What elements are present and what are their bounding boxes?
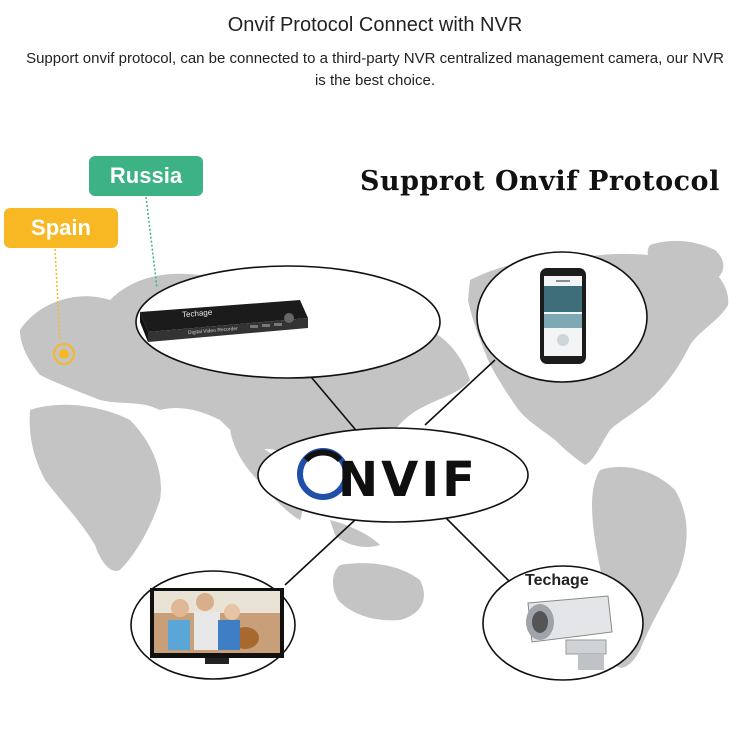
nvr-recorder-icon <box>140 300 308 342</box>
subtitle-line-2: is the best choice. <box>314 72 436 89</box>
page-subtitle: Support onvif protocol, can be connected… <box>0 48 750 92</box>
camera-brand-label: Techage <box>525 572 589 589</box>
subtitle-line-1: Support onvif protocol, can be connected… <box>26 50 724 67</box>
tv-family-icon <box>150 588 284 664</box>
headline: Supprot Onvif Protocol <box>360 166 720 197</box>
smartphone-icon <box>540 268 586 364</box>
spain-tag: Spain <box>4 208 118 248</box>
russia-tag: Russia <box>89 156 203 196</box>
onvif-logo-icon <box>297 448 349 500</box>
page-title: Onvif Protocol Connect with NVR <box>227 14 523 36</box>
onvif-logo-text: NVIF <box>338 452 478 508</box>
bullet-camera-icon <box>526 595 613 670</box>
